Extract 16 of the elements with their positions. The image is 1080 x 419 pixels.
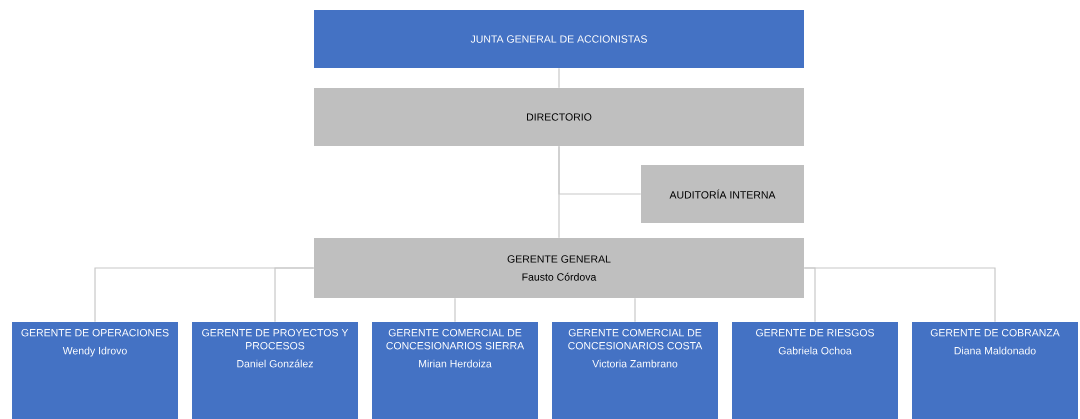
connector-line [558, 145, 642, 195]
board-box: DIRECTORIO [314, 88, 804, 146]
department-box: GERENTE COMERCIAL DE CONCESIONARIOS COSTA Victoria Zambrano [552, 322, 718, 419]
staff-box: AUDITORÍA INTERNA [641, 165, 804, 223]
connector-line [454, 297, 456, 323]
manager-box: GERENTE GENERAL Fausto Córdova [314, 238, 804, 298]
connector-line [634, 297, 636, 323]
department-box: GERENTE DE COBRANZA Diana Maldonado [912, 322, 1078, 419]
header-box: JUNTA GENERAL DE ACCIONISTAS [314, 10, 804, 68]
connector-line [274, 267, 315, 323]
connector-line [803, 267, 996, 323]
connector-line [558, 67, 560, 89]
department-box: GERENTE DE OPERACIONES Wendy Idrovo [12, 322, 178, 419]
department-box: GERENTE COMERCIAL DE CONCESIONARIOS SIERRA Mirian Herdoiza [372, 322, 538, 419]
department-box: GERENTE DE PROYECTOS Y PROCESOS Daniel González [192, 322, 358, 419]
department-box: GERENTE DE RIESGOS Gabriela Ochoa [732, 322, 898, 419]
